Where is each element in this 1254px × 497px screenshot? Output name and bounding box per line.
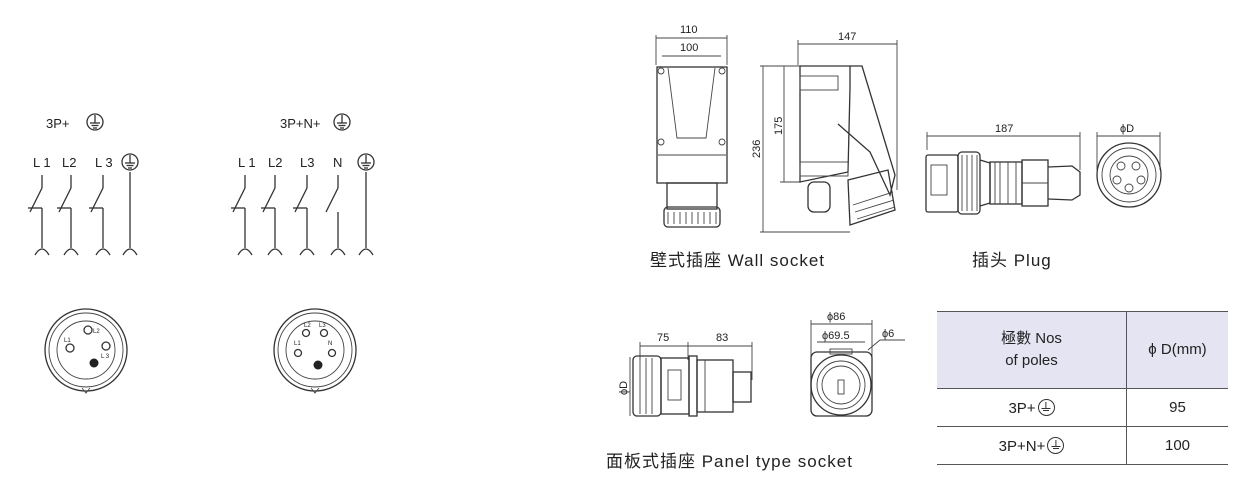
panel-socket-drawing: 75 83 ϕD ϕ86 ϕ69.5 ϕ6 面板式插座 Panel type s… [606, 311, 905, 471]
wall-socket-caption: 壁式插座 Wall socket [650, 251, 825, 270]
earth-icon [333, 113, 351, 131]
dim-depth: 147 [838, 31, 856, 43]
wall-socket-drawing: 110 100 147 175 236 壁式插座 Wall socket [650, 24, 898, 270]
dim-length: 187 [995, 123, 1013, 135]
switch-contact-l2 [260, 174, 283, 256]
earth-conductor [122, 171, 138, 256]
spec-table: 極數 Nos of poles ϕ D(mm) 3P+ 95 3P+N+ 100 [937, 311, 1228, 465]
cell-diameter: 100 [1126, 426, 1228, 465]
dim-hole-pitch: ϕ69.5 [822, 330, 850, 342]
panel-socket-caption: 面板式插座 Panel type socket [606, 452, 853, 471]
pin-label: N [328, 341, 332, 347]
earth-icon [86, 113, 104, 131]
switch-contact-l3 [88, 174, 111, 256]
plug-drawing: 187 ϕD 插头 Plug [925, 123, 1162, 270]
header-poles-line2: of poles [1005, 352, 1058, 369]
pin-label: L1 [294, 341, 301, 347]
switch-contact-l3 [292, 174, 315, 256]
dim-rear-length: 83 [716, 332, 728, 344]
socket-face-3p-earth: L2 L1 L 3 [44, 308, 128, 394]
earth-icon [1037, 398, 1055, 416]
earth-icon [1047, 436, 1065, 454]
poles-text: 3P+N+ [998, 437, 1046, 455]
pin-label: L3 [319, 323, 326, 329]
switch-contact-l2 [56, 174, 79, 256]
pin-label: L2 [304, 323, 311, 329]
pole-label: L3 [300, 155, 314, 170]
pole-label: L 1 [238, 155, 256, 170]
plug-caption: 插头 Plug [972, 251, 1052, 270]
switch-contact-l1 [230, 174, 253, 256]
switch-contact-n [325, 174, 346, 256]
socket-face-3p-neutral-earth: L2 L3 L1 N [273, 308, 357, 394]
dim-diameter: ϕD [1120, 123, 1134, 135]
dim-diameter: ϕD [618, 381, 630, 395]
dim-width-inner: 100 [680, 42, 698, 54]
dim-mount-height: 175 [773, 117, 785, 135]
switch-contact-l1 [27, 174, 50, 256]
cell-diameter: 95 [1126, 388, 1228, 427]
header-poles-line1: 極數 Nos [1001, 330, 1062, 347]
table-row: 3P+N+ 100 [937, 426, 1228, 465]
pole-label: L2 [62, 155, 76, 170]
earth-conductor [358, 171, 374, 256]
pin-label: L1 [64, 338, 71, 344]
cell-poles: 3P+N+ [937, 426, 1127, 465]
earth-icon [121, 153, 139, 171]
pin-label: L 3 [101, 354, 110, 360]
dim-flange-diameter: ϕ86 [827, 311, 845, 323]
pole-label: L 1 [33, 155, 51, 170]
cell-poles: 3P+ [937, 388, 1127, 427]
schematic-3p-earth: 3P+ L 1 L2 L 3 L2 L1 L 3 [27, 113, 139, 394]
header-diameter: ϕ D(mm) [1126, 311, 1228, 389]
pole-label: N [333, 155, 342, 170]
pole-label: L 3 [95, 155, 113, 170]
poles-text: 3P+ [1008, 399, 1036, 417]
table-row: 3P+ 95 [937, 388, 1228, 427]
dim-front-length: 75 [657, 332, 669, 344]
dim-width-outer: 110 [680, 24, 698, 36]
schematic-3p-neutral-earth: 3P+N+ L 1 L2 L3 N L2 L3 L1 N [230, 113, 375, 394]
earth-icon [357, 153, 375, 171]
schematic-title: 3P+N+ [280, 116, 320, 131]
header-poles: 極數 Nos of poles [937, 311, 1127, 389]
schematic-title: 3P+ [46, 116, 70, 131]
pole-label: L2 [268, 155, 282, 170]
pin-label: L2 [93, 329, 100, 335]
spec-table-header: 極數 Nos of poles ϕ D(mm) [937, 311, 1228, 389]
dim-height: 236 [751, 140, 763, 158]
dim-hole-diameter: ϕ6 [882, 328, 894, 340]
